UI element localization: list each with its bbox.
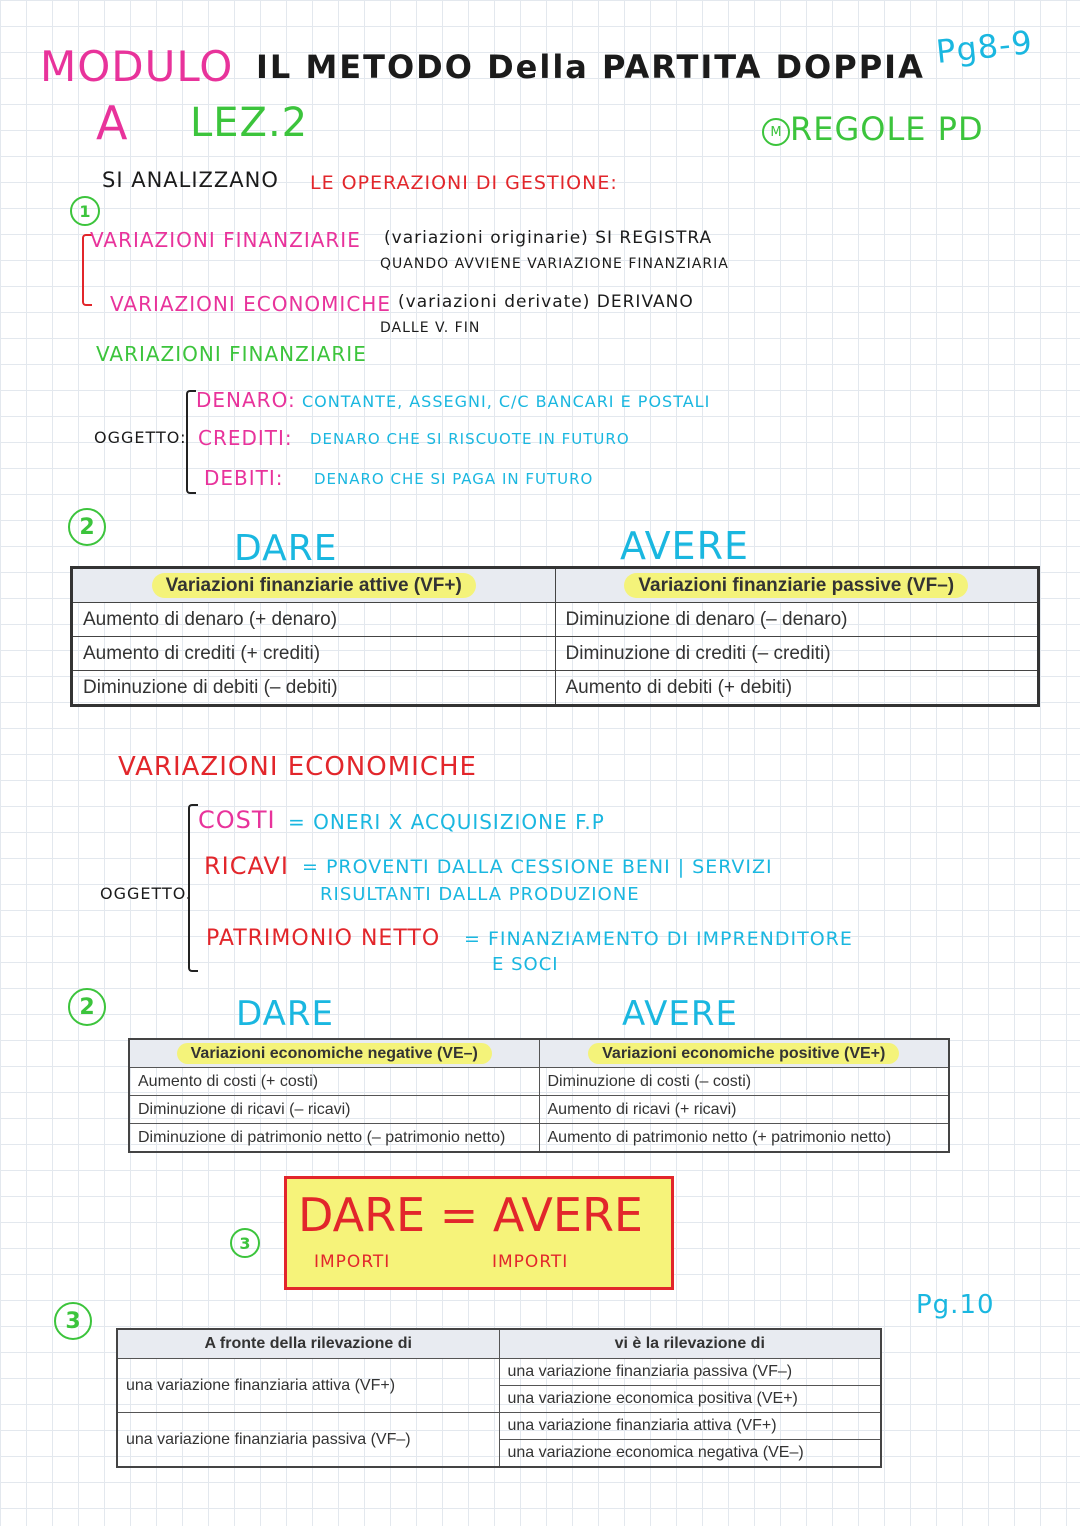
page-ref: Pg.10 bbox=[916, 1290, 995, 1320]
table1-avere: AVERE bbox=[620, 524, 749, 568]
ricavi-desc-2: RISULTANTI DALLA PRODUZIONE bbox=[320, 884, 640, 905]
table-cell: Aumento di patrimonio netto (+ patrimoni… bbox=[538, 1123, 950, 1153]
ve-positive-header: Variazioni economiche positive (VE+) bbox=[588, 1042, 900, 1064]
table-cell: Aumento di debiti (+ debiti) bbox=[554, 670, 1039, 706]
crediti-label: CREDITI: bbox=[198, 426, 293, 450]
pn-label: PATRIMONIO NETTO bbox=[206, 926, 441, 951]
lesson-label: LEZ.2 bbox=[190, 100, 309, 146]
table1-dare: DARE bbox=[234, 528, 338, 569]
crediti-desc: DENARO CHE SI RISCUOTE IN FUTURO bbox=[310, 430, 630, 448]
intro-bracket bbox=[82, 234, 92, 306]
page-title: IL METODO Della PARTITA DOPPIA bbox=[256, 48, 925, 86]
debiti-desc: DENARO CHE SI PAGA IN FUTURO bbox=[314, 470, 594, 488]
fin-variations-table: Variazioni finanziarie attive (VF+) Vari… bbox=[70, 566, 1040, 707]
vf-note-2: QUANDO AVVIENE VARIAZIONE FINANZIARIA bbox=[380, 256, 729, 272]
ve-note-1: (variazioni derivate) DERIVANO bbox=[398, 292, 694, 312]
table-cell: Diminuzione di debiti (– debiti) bbox=[71, 670, 556, 706]
page-range: Pg8-9 bbox=[934, 23, 1035, 71]
rules-left-cell: una variazione finanziaria passiva (VF–) bbox=[116, 1412, 500, 1468]
vf-label: VARIAZIONI FINANZIARIE bbox=[90, 228, 361, 252]
operazioni-text: LE OPERAZIONI DI GESTIONE: bbox=[310, 172, 618, 194]
ve-negative-header: Variazioni economiche negative (VE–) bbox=[176, 1042, 492, 1064]
ve-note-2: DALLE V. FIN bbox=[380, 320, 481, 336]
vf-passive-header: Variazioni finanziarie passive (VF–) bbox=[624, 572, 969, 598]
table-cell: Diminuzione di denaro (– denaro) bbox=[554, 602, 1039, 637]
table-cell: Diminuzione di crediti (– crediti) bbox=[554, 636, 1039, 671]
step-2b-marker: 2 bbox=[68, 988, 106, 1026]
dare-avere-formula: DARE = AVERE bbox=[298, 1188, 643, 1242]
costi-label: COSTI bbox=[198, 806, 276, 834]
table2-dare: DARE bbox=[236, 994, 334, 1034]
rules-right-cell: una variazione finanziaria passiva (VF–) bbox=[498, 1358, 882, 1386]
step-3b-marker: 3 bbox=[54, 1302, 92, 1340]
rules-right-cell: una variazione economica positiva (VE+) bbox=[498, 1385, 882, 1413]
ve-label: VARIAZIONI ECONOMICHE bbox=[110, 292, 391, 316]
fin-bracket bbox=[186, 390, 196, 494]
rules-right-cell: una variazione finanziaria attiva (VF+) bbox=[498, 1412, 882, 1440]
modulo-label: MODULO bbox=[40, 42, 234, 91]
importi-right: IMPORTI bbox=[492, 1252, 569, 1272]
vf-note-1: (variazioni originarie) SI REGISTRA bbox=[384, 228, 713, 248]
regole-mark: M bbox=[762, 118, 790, 146]
eco-variations-table: Variazioni economiche negative (VE–) Var… bbox=[128, 1038, 950, 1153]
rules-left-header: A fronte della rilevazione di bbox=[116, 1328, 500, 1359]
fin-heading: VARIAZIONI FINANZIARIE bbox=[96, 342, 367, 366]
step-3-marker: 3 bbox=[230, 1228, 260, 1258]
debiti-label: DEBITI: bbox=[204, 466, 284, 490]
step-1-marker: 1 bbox=[70, 196, 100, 226]
ricavi-label: RICAVI bbox=[204, 852, 289, 880]
table-cell: Diminuzione di ricavi (– ricavi) bbox=[128, 1095, 540, 1124]
importi-left: IMPORTI bbox=[314, 1252, 391, 1272]
eco-oggetto: OGGETTO. bbox=[100, 884, 192, 903]
costi-desc: = ONERI X ACQUISIZIONE F.P bbox=[288, 810, 605, 834]
pn-desc-1: = FINANZIAMENTO DI IMPRENDITORE bbox=[464, 928, 853, 950]
module-letter: A bbox=[96, 96, 129, 150]
table-cell: Diminuzione di patrimonio netto (– patri… bbox=[128, 1123, 540, 1153]
denaro-label: DENARO: bbox=[196, 388, 296, 412]
table-cell: Aumento di denaro (+ denaro) bbox=[71, 602, 556, 637]
table2-avere: AVERE bbox=[622, 994, 738, 1034]
table-cell: Aumento di ricavi (+ ricavi) bbox=[538, 1095, 950, 1124]
table-cell: Aumento di crediti (+ crediti) bbox=[71, 636, 556, 671]
eco-heading: VARIAZIONI ECONOMICHE bbox=[118, 752, 477, 782]
dare-avere-box bbox=[284, 1176, 674, 1290]
rules-left-cell: una variazione finanziaria attiva (VF+) bbox=[116, 1358, 500, 1413]
table-cell: Aumento di costi (+ costi) bbox=[128, 1067, 540, 1096]
rules-table: A fronte della rilevazione di vi è la ri… bbox=[116, 1328, 882, 1468]
ricavi-desc-1: = PROVENTI DALLA CESSIONE BENI | SERVIZI bbox=[302, 856, 773, 878]
eco-bracket bbox=[188, 804, 198, 972]
step-2-marker: 2 bbox=[68, 508, 106, 546]
denaro-desc: CONTANTE, ASSEGNI, C/C BANCARI E POSTALI bbox=[302, 392, 711, 411]
pn-desc-2: E SOCI bbox=[492, 954, 559, 975]
regole-label: REGOLE PD bbox=[790, 110, 984, 148]
analizzano-text: SI ANALIZZANO bbox=[102, 168, 279, 192]
fin-oggetto: OGGETTO: bbox=[94, 428, 187, 447]
vf-attive-header: Variazioni finanziarie attive (VF+) bbox=[151, 572, 476, 598]
table-cell: Diminuzione di costi (– costi) bbox=[538, 1067, 950, 1096]
rules-right-cell: una variazione economica negativa (VE–) bbox=[498, 1439, 882, 1468]
rules-right-header: vi è la rilevazione di bbox=[498, 1328, 882, 1359]
